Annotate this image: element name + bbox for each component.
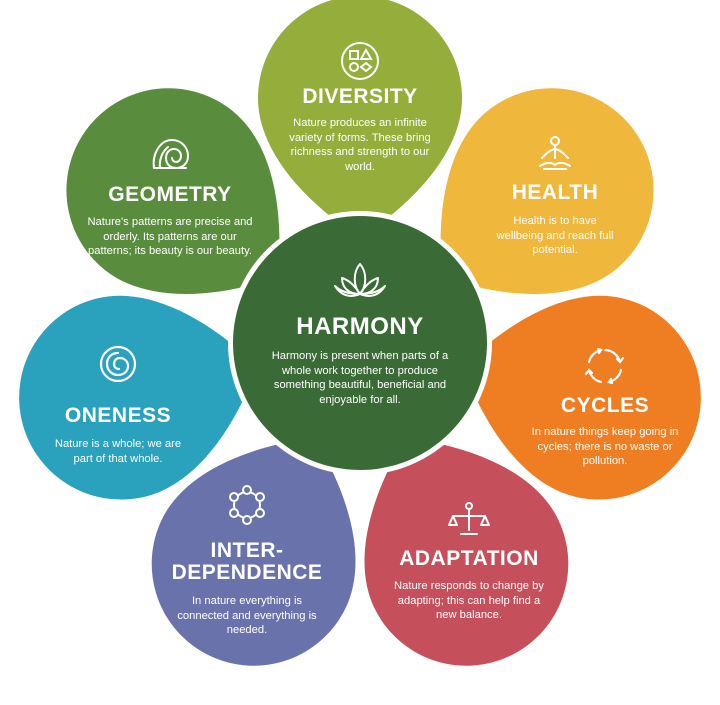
petal-interdependence — [151, 437, 356, 666]
card-adaptation: ADAPTATION Nature responds to change by … — [374, 500, 564, 623]
petal-adaptation — [364, 437, 569, 666]
petal-cycles — [462, 295, 701, 500]
oneness-title: ONENESS — [64, 404, 172, 427]
interdependence-title: INTER- DEPENDENCE — [152, 539, 342, 585]
petal-geometry-shape — [66, 88, 280, 294]
petal-oneness-shape — [19, 295, 258, 500]
interdependence-text: In nature everything is connected and ev… — [177, 595, 317, 637]
geometry-text: Nature's patterns are precise and orderl… — [87, 216, 253, 258]
petal-health-shape — [440, 88, 654, 294]
card-cycles: CYCLES In nature things keep going in cy… — [520, 345, 690, 469]
petal-interdependence-shape — [151, 437, 356, 666]
harmony-title: HARMONY — [296, 313, 424, 340]
balance-scale-icon — [448, 502, 490, 535]
geometry-title: GEOMETRY — [108, 183, 232, 206]
diversity-text: Nature produces an infinite variety of f… — [289, 117, 431, 173]
whole-spiral-icon — [99, 345, 137, 383]
adaptation-title: ADAPTATION — [399, 547, 539, 570]
cycles-text: In nature things keep going in cycles; t… — [531, 426, 679, 468]
interdependence-title-line2: DEPENDENCE — [171, 561, 323, 585]
health-title: HEALTH — [511, 181, 599, 204]
interdependence-title-line1: INTER- — [210, 539, 284, 562]
petal-adaptation-shape — [364, 437, 569, 666]
card-diversity: DIVERSITY Nature produces an infinite va… — [268, 40, 452, 174]
petal-cycles-shape — [462, 295, 701, 500]
petal-health — [440, 88, 654, 294]
card-harmony: HARMONY Harmony is present when parts of… — [250, 260, 470, 407]
petal-oneness — [19, 295, 258, 500]
card-health: HEALTH Health is to have wellbeing and r… — [480, 134, 630, 258]
lotus-icon — [334, 263, 386, 297]
petal-diversity-shape — [258, 0, 462, 238]
petal-diversity — [258, 0, 462, 238]
diversity-shapes-icon — [341, 42, 379, 80]
harmony-text: Harmony is present when parts of a whole… — [271, 350, 449, 406]
meditation-icon — [539, 136, 571, 170]
network-ring-icon — [229, 485, 265, 525]
adaptation-text: Nature responds to change by adapting; t… — [394, 580, 544, 622]
oneness-text: Nature is a whole; we are part of that w… — [54, 438, 182, 465]
health-text: Health is to have wellbeing and reach fu… — [496, 215, 614, 257]
petal-geometry — [66, 88, 280, 294]
cycle-arrows-icon — [584, 347, 625, 385]
card-interdependence: INTER- DEPENDENCE In nature everything i… — [152, 484, 342, 638]
center-circle — [233, 216, 487, 470]
card-geometry: GEOMETRY Nature's patterns are precise a… — [72, 134, 268, 259]
cycles-title: CYCLES — [560, 394, 650, 417]
card-oneness: ONENESS Nature is a whole; we are part o… — [38, 343, 198, 466]
diversity-title: DIVERSITY — [302, 85, 418, 108]
nautilus-shell-icon — [152, 138, 190, 169]
